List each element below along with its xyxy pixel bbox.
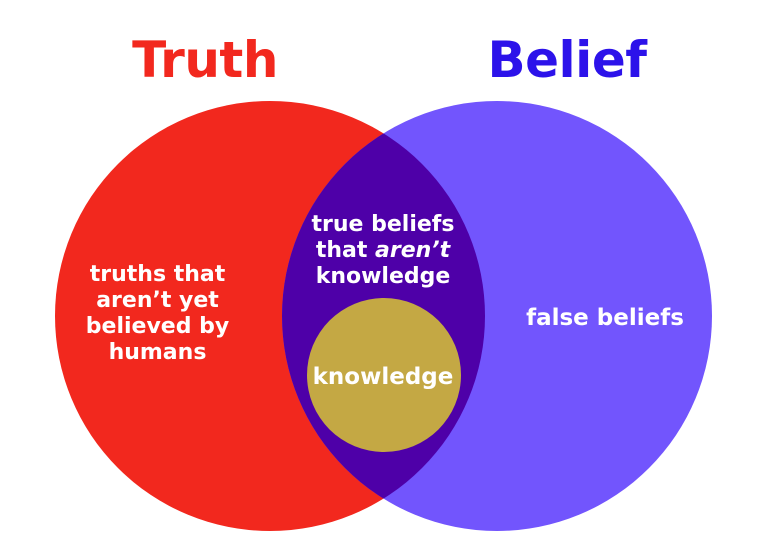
truth-only-line-1: truths that [89,262,226,287]
intersection-line-1: true beliefs [311,212,455,237]
truth-only-line-4: humans [108,340,207,365]
intersection-line-2-prefix: that [315,238,376,263]
truth-only-line-2: aren’t yet [96,288,219,313]
belief-title: Belief [487,31,647,89]
truth-only-line-3: believed by [85,314,230,339]
intersection-line-3: knowledge [315,264,451,289]
intersection-line-2: that aren’t [300,238,466,264]
truth-title: Truth [132,31,278,89]
knowledge-circle [307,298,461,452]
knowledge-label: knowledge [312,364,454,390]
intersection-label: true beliefs that aren’t knowledge [300,212,466,290]
truth-only-label: truths that aren’t yet believed by human… [70,262,245,366]
intersection-emphasis: aren’t [375,238,451,263]
false-beliefs-label: false beliefs [526,305,684,331]
